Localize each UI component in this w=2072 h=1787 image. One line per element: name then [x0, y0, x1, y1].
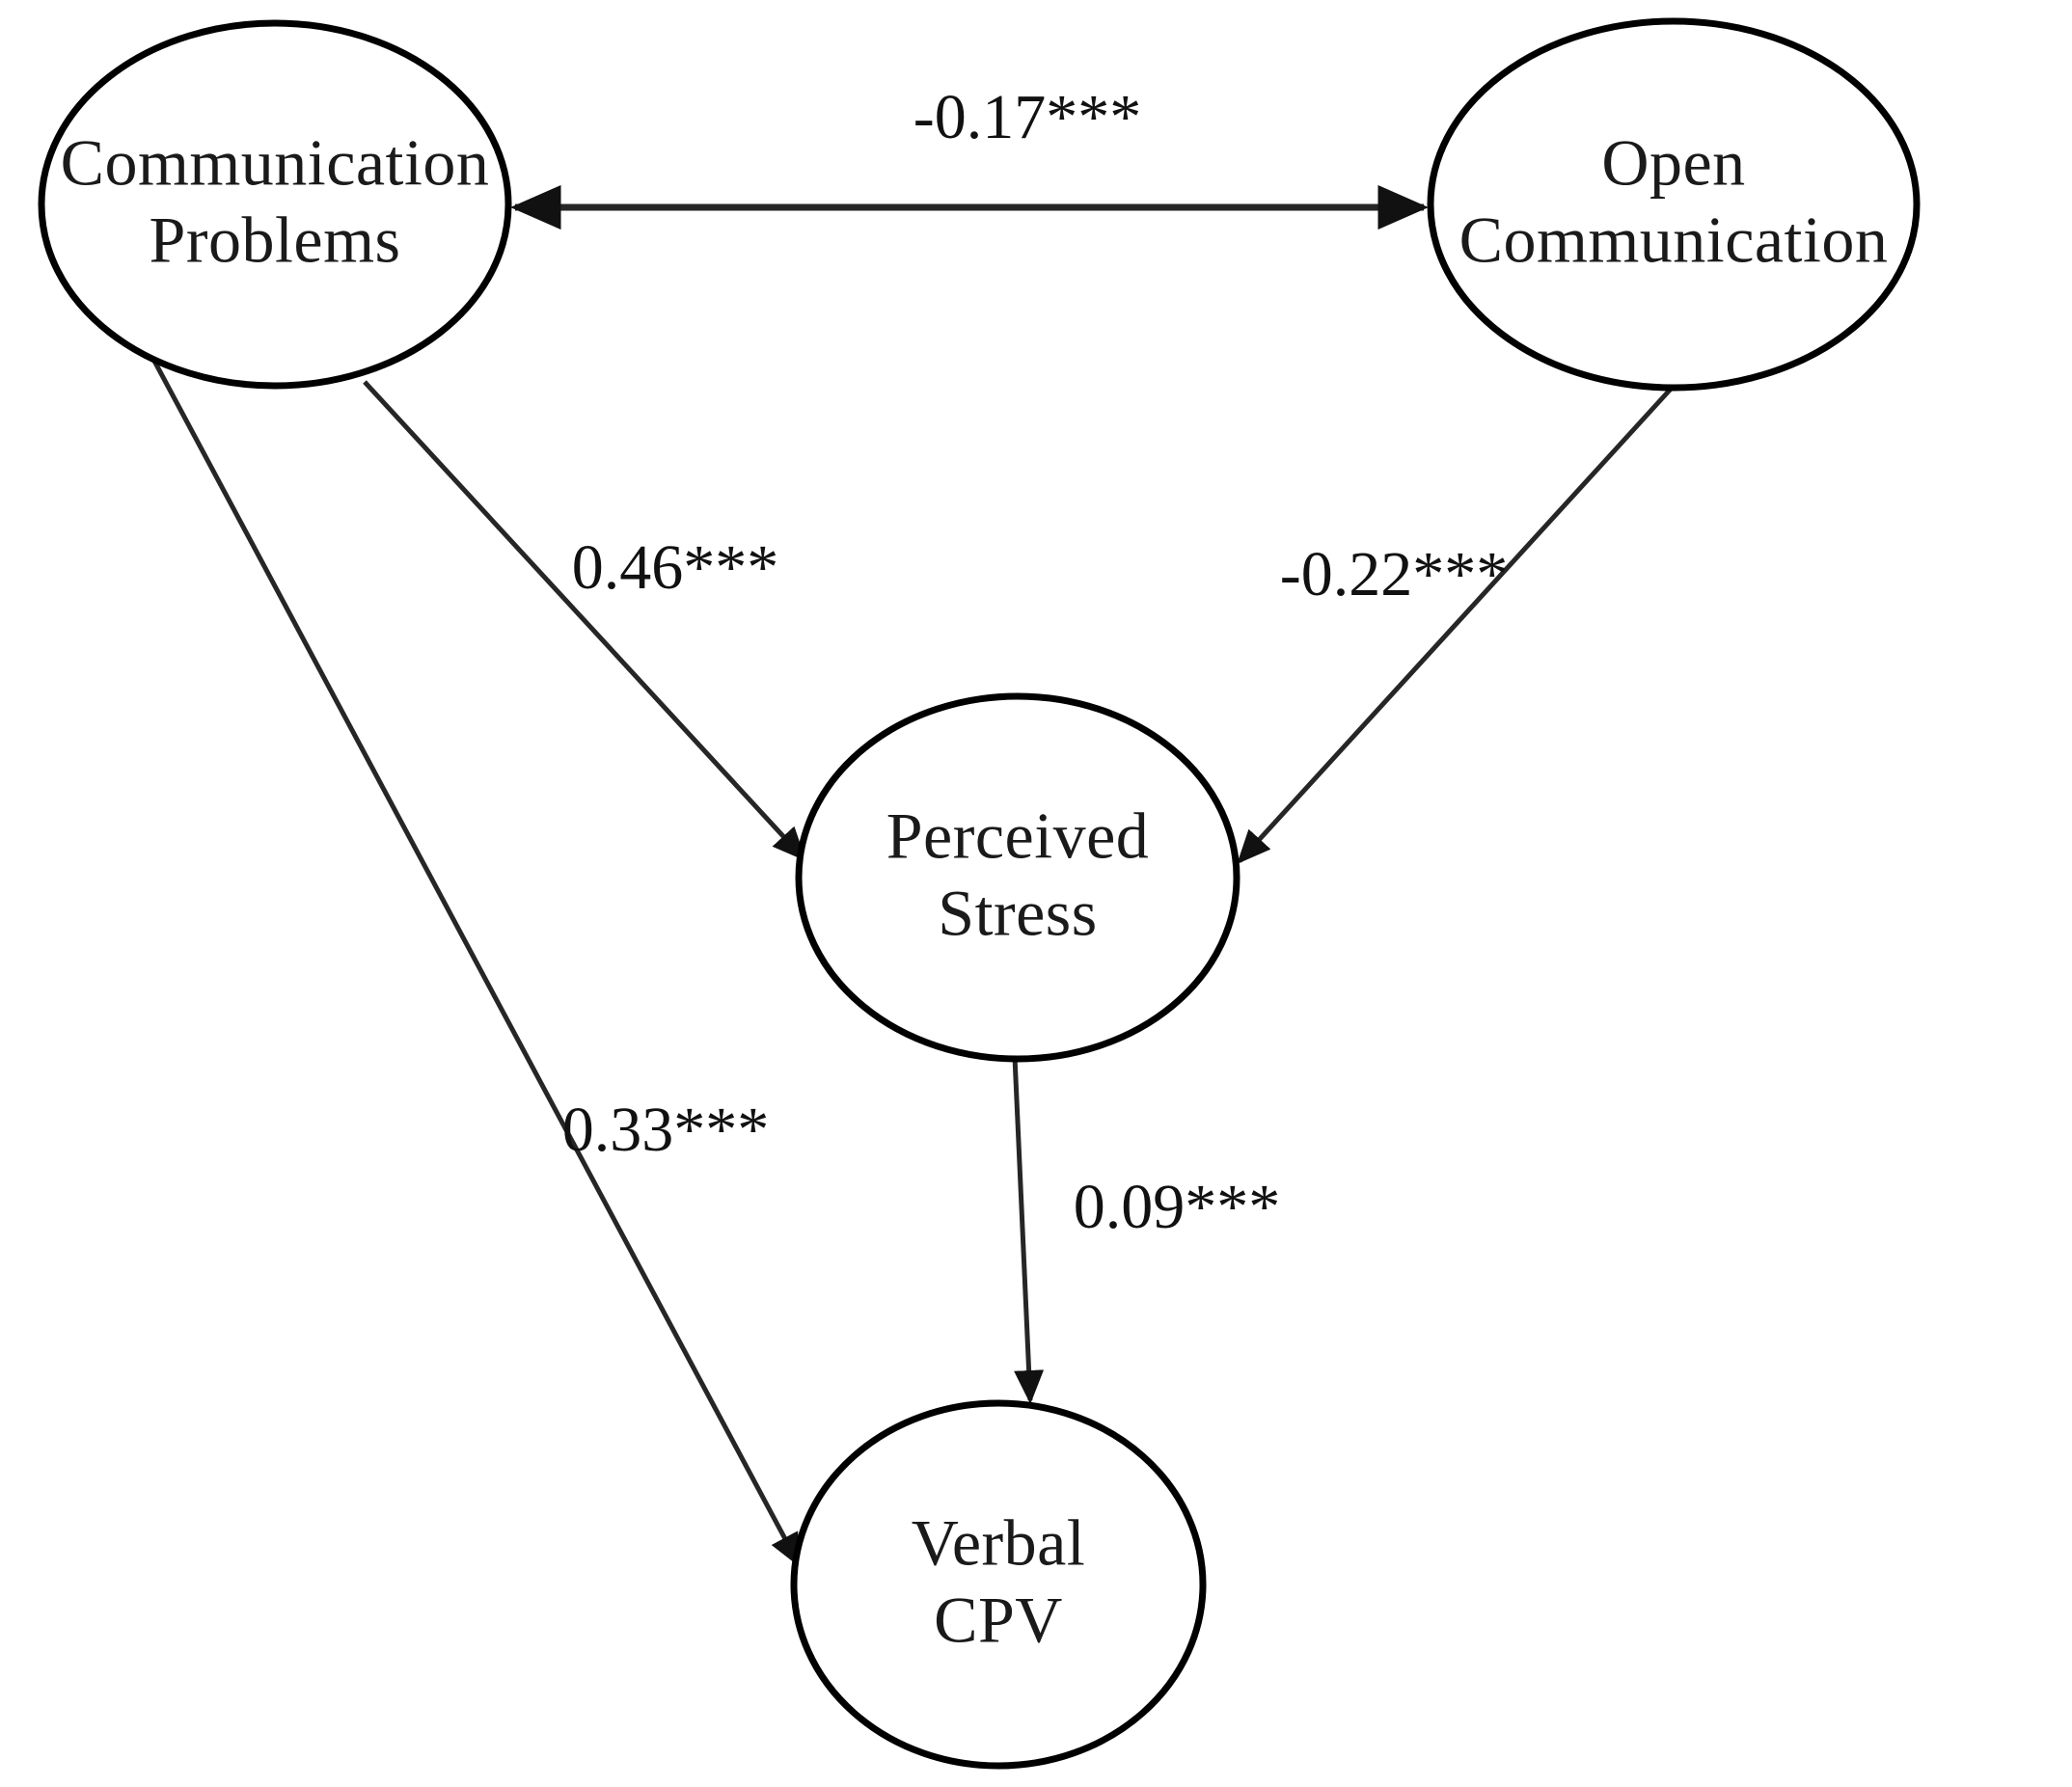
- edge-line-commprob-stress: [363, 380, 806, 861]
- coefficient-label-commprob-opencomm: -0.17***: [913, 82, 1141, 152]
- coefficient-label-commprob-verbalcpv: 0.33***: [562, 1095, 770, 1165]
- node-label-open-communication-line2: Communication: [1459, 203, 1889, 277]
- edge-line-commprob-verbalcpv: [139, 336, 802, 1568]
- edge-commprob-stress: [363, 380, 806, 861]
- node-shape-perceived-stress[interactable]: [795, 692, 1240, 1063]
- node-label-communication-problems-line2: Problems: [150, 203, 401, 277]
- coefficient-label-opencomm-stress: -0.22***: [1280, 539, 1508, 609]
- node-shape-verbal-cpv[interactable]: [790, 1399, 1207, 1770]
- node-open-communication[interactable]: Open Communication: [1427, 17, 1921, 392]
- node-label-open-communication-line1: Open: [1601, 126, 1745, 200]
- node-label-communication-problems-line1: Communication: [61, 126, 490, 200]
- edge-opencomm-stress: [1237, 384, 1676, 864]
- node-shape-communication-problems[interactable]: [38, 19, 512, 390]
- coefficient-label-stress-verbalcpv: 0.09***: [1074, 1172, 1281, 1242]
- edge-line-opencomm-stress: [1237, 384, 1676, 864]
- node-label-verbal-cpv-line2: CPV: [934, 1584, 1063, 1657]
- edge-commprob-verbalcpv: [139, 336, 802, 1568]
- node-label-perceived-stress-line1: Perceived: [886, 799, 1150, 873]
- node-label-verbal-cpv-line1: Verbal: [912, 1506, 1085, 1580]
- node-verbal-cpv[interactable]: Verbal CPV: [790, 1399, 1207, 1770]
- node-perceived-stress[interactable]: Perceived Stress: [795, 692, 1240, 1063]
- edge-line-stress-verbalcpv: [1012, 1056, 1045, 1404]
- node-communication-problems[interactable]: Communication Problems: [38, 19, 512, 390]
- node-label-perceived-stress-line2: Stress: [938, 877, 1097, 950]
- node-shape-open-communication[interactable]: [1427, 17, 1921, 392]
- edge-stress-verbalcpv: [1012, 1056, 1045, 1404]
- coefficient-label-commprob-stress: 0.46***: [572, 532, 779, 603]
